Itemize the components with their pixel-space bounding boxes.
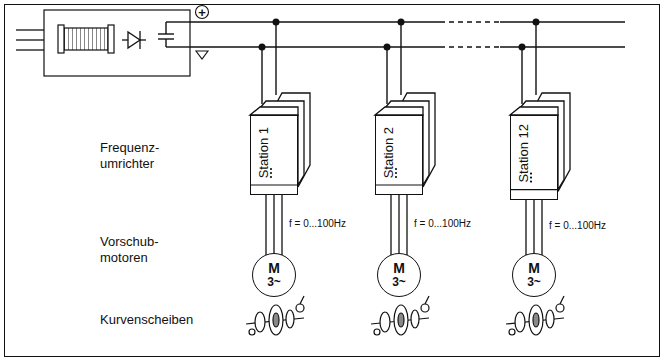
frequency-label: f = 0...100Hz bbox=[413, 219, 472, 229]
frequency-converter: Station 12 bbox=[510, 115, 558, 200]
cable-wire bbox=[273, 195, 274, 253]
bus-drop bbox=[400, 22, 401, 95]
station-label: Station 1 bbox=[257, 127, 270, 178]
frequency-converter: Station 1 bbox=[250, 115, 298, 195]
module-band bbox=[250, 184, 298, 185]
cable-wire bbox=[533, 200, 534, 253]
junction-dot bbox=[273, 19, 280, 26]
motor-symbol-text: M bbox=[393, 261, 405, 276]
motor-symbol-text: M bbox=[528, 261, 540, 276]
filter-symbol bbox=[58, 25, 114, 53]
frequency-converter: Station 2 bbox=[375, 115, 423, 195]
frame bbox=[5, 5, 660, 357]
motor-symbol-text: 3~ bbox=[267, 276, 281, 289]
row-label: Kurvenscheiben bbox=[100, 312, 193, 328]
module-band bbox=[375, 184, 423, 185]
cable-wire bbox=[281, 195, 282, 256]
motor-circle: M3~ bbox=[377, 253, 421, 297]
cable-wire bbox=[406, 195, 407, 256]
row-label: Vorschub- motoren bbox=[100, 234, 159, 265]
cam-disc bbox=[371, 296, 429, 335]
mains-input bbox=[16, 30, 44, 50]
dc-bus bbox=[190, 22, 625, 47]
cable-wire bbox=[398, 195, 399, 253]
motor-symbol-text: M bbox=[268, 261, 280, 276]
station-label: Station 2 bbox=[382, 127, 395, 178]
bus-drop bbox=[275, 22, 276, 95]
motor-cable bbox=[266, 195, 282, 256]
motor-circle: M3~ bbox=[512, 253, 556, 297]
rectifier-box bbox=[44, 10, 190, 76]
cam-disc bbox=[246, 296, 304, 335]
motor-cable bbox=[526, 200, 542, 256]
module-drawings bbox=[246, 19, 570, 336]
bus-drop bbox=[261, 47, 262, 104]
motor-symbol-text: 3~ bbox=[527, 276, 541, 289]
plus-sign: + bbox=[198, 6, 206, 19]
frequency-label: f = 0...100Hz bbox=[288, 219, 347, 229]
cable-wire bbox=[265, 195, 266, 256]
cam-disc bbox=[506, 296, 564, 335]
junction-dot bbox=[398, 19, 405, 26]
cable-wire bbox=[525, 200, 526, 256]
motor-circle: M3~ bbox=[252, 253, 296, 297]
capacitor-symbol bbox=[158, 22, 190, 47]
cable-wire bbox=[541, 200, 542, 256]
junction-dot bbox=[384, 44, 391, 51]
bus-drop bbox=[386, 47, 387, 104]
minus-symbol bbox=[196, 51, 208, 59]
station-label: Station 12 bbox=[517, 124, 530, 183]
junction-dot bbox=[533, 19, 540, 26]
motor-cable bbox=[391, 195, 407, 256]
frequency-label: f = 0...100Hz bbox=[548, 221, 607, 231]
module-band bbox=[510, 188, 558, 189]
bus-drop bbox=[521, 47, 522, 104]
bus-drop bbox=[535, 22, 536, 95]
diode-symbol bbox=[122, 31, 146, 49]
junction-dot bbox=[259, 44, 266, 51]
junction-dot bbox=[519, 44, 526, 51]
plus-circle bbox=[196, 6, 209, 19]
row-label: Frequenz- umrichter bbox=[100, 140, 159, 171]
motor-symbol-text: 3~ bbox=[392, 276, 406, 289]
cable-wire bbox=[390, 195, 391, 256]
